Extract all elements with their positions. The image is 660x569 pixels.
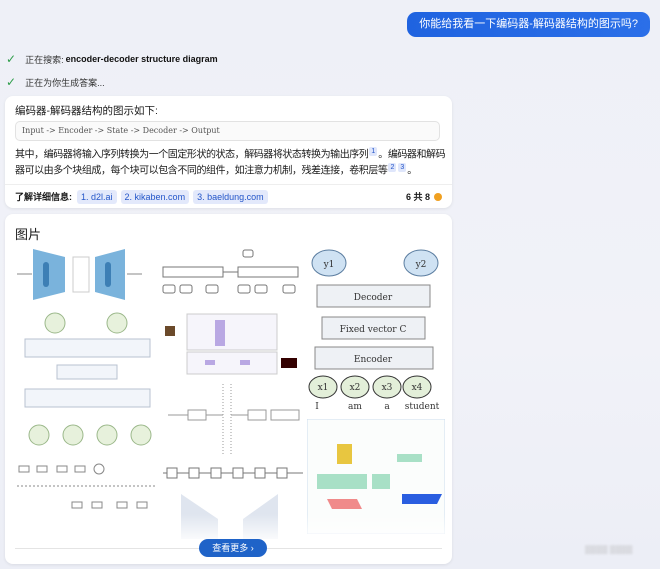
learn-more-label: 了解详细信息: (15, 192, 72, 202)
diagram-word-label: am (348, 402, 362, 412)
status-dot-icon (434, 192, 442, 201)
image-thumb-lstm[interactable] (17, 462, 157, 537)
para-text: 。编码器和解码器可以由多个块组成，每个块可以包含不同的组件，如注意力机制，残差连… (15, 149, 446, 177)
diagram-input-label: x3 (382, 383, 393, 393)
status-prefix: 正在搜索: (25, 54, 64, 65)
citation-1[interactable]: 1 (369, 147, 378, 156)
diagram-input-label: x2 (350, 383, 361, 393)
image-thumb-captioning[interactable] (165, 312, 301, 377)
diagram-input-label: x1 (318, 383, 329, 393)
image-thumb-pipeline[interactable] (163, 384, 303, 454)
diagram-fixed-vector-label: Fixed vector C (340, 325, 407, 335)
chevron-right-icon: › (250, 543, 254, 553)
count-text: 6 共 8 (405, 192, 430, 202)
diagram-word-label: I (315, 402, 319, 412)
diagram-encoder-label: Encoder (354, 355, 393, 365)
diagram-input-label: x4 (412, 383, 423, 393)
diagram-decoder-label: Decoder (354, 293, 393, 303)
check-icon: ✓ (6, 52, 17, 66)
code-block: Input -> Encoder -> State -> Decoder -> … (15, 121, 440, 141)
source-link-baeldung[interactable]: 3. baeldung.com (193, 189, 268, 204)
diagram-word-label: student (405, 402, 440, 412)
response-count: 6 共 8 (406, 190, 442, 203)
see-more-label: 查看更多 (212, 543, 249, 553)
source-link-d2l[interactable]: 1. d2l.ai (77, 189, 117, 204)
status-text: 正在为你生成答案... (25, 77, 105, 88)
image-thumb-seq2seq[interactable] (158, 247, 303, 307)
learn-more-bar: 了解详细信息: 1. d2l.ai 2. kikaben.com 3. bael… (5, 184, 452, 208)
search-query: encoder-decoder structure diagram (65, 54, 218, 64)
check-icon: ✓ (6, 75, 17, 89)
image-thumb-autoencoder[interactable] (15, 247, 155, 302)
image-thumb-encoder-decoder[interactable] (17, 309, 155, 459)
answer-card: 编码器-解码器结构的图示如下: Input -> Encoder -> Stat… (5, 96, 452, 208)
diagram-output-label: y2 (415, 260, 427, 270)
source-link-kikaben[interactable]: 2. kikaben.com (120, 189, 190, 204)
diagram-output-label: y1 (323, 260, 335, 270)
search-status: ✓ 正在搜索:encoder-decoder structure diagram (6, 52, 218, 66)
footer-blurred-text: ▒▒▒▒ ▒▒▒▒ (585, 545, 633, 554)
citation-2[interactable]: 2 (388, 163, 397, 173)
diagram-word-label: a (384, 402, 390, 412)
user-message-bubble: 你能给我看一下编码器-解码器结构的图示吗? (407, 12, 650, 37)
para-text: 其中，编码器将输入序列转换为一个固定形状的状态，解码器将状态转换为输出序列 (15, 149, 369, 161)
images-title: 图片 (15, 227, 42, 242)
citation-3[interactable]: 3 (398, 163, 407, 173)
see-more-button[interactable]: 查看更多 › (199, 539, 267, 557)
answer-intro: 编码器-解码器结构的图示如下: (15, 105, 158, 117)
generating-status: ✓ 正在为你生成答案... (6, 75, 105, 89)
para-text: 。 (407, 165, 417, 177)
